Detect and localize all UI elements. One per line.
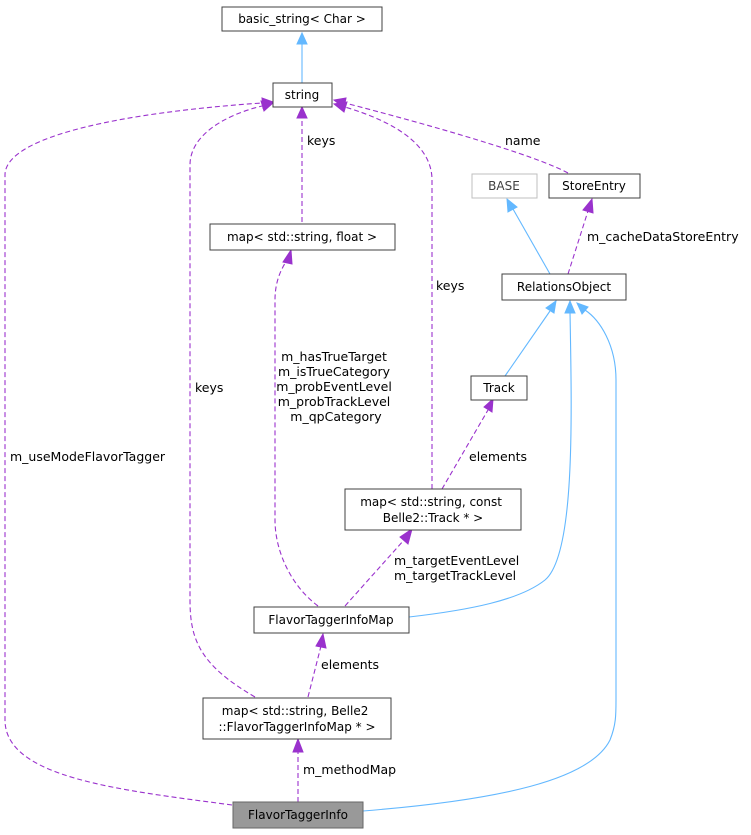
node-flavor-tagger-info[interactable]: FlavorTaggerInfo bbox=[232, 801, 364, 829]
edge-label-keys-ftim: keys bbox=[195, 380, 223, 395]
edge-label-m-qp-category: m_qpCategory bbox=[290, 409, 382, 424]
edge-track-to-relations-object bbox=[504, 299, 557, 377]
node-label-store-entry: StoreEntry bbox=[562, 179, 626, 193]
edge-label-prob-group: m_hasTrueTarget m_isTrueCategory m_probE… bbox=[276, 349, 396, 424]
node-relations-object[interactable]: RelationsObject bbox=[501, 273, 627, 301]
edge-label-m-target-event-level: m_targetEventLevel bbox=[394, 553, 519, 568]
edge-flavor-tagger-info-to-string bbox=[4, 97, 275, 806]
node-label-base: BASE bbox=[488, 179, 520, 193]
node-flavor-tagger-info-map[interactable]: FlavorTaggerInfoMap bbox=[253, 606, 410, 634]
edge-map-float-to-string bbox=[296, 105, 308, 222]
edge-label-m-has-true-target: m_hasTrueTarget bbox=[281, 349, 387, 364]
node-label-flavor-tagger-info: FlavorTaggerInfo bbox=[248, 808, 348, 822]
edge-label-m-prob-track-level: m_probTrackLevel bbox=[278, 394, 391, 409]
edge-label-keys-float: keys bbox=[307, 133, 335, 148]
edge-map-track-to-string bbox=[332, 101, 433, 489]
node-label-basic-string: basic_string< Char > bbox=[238, 12, 366, 26]
edge-label-m-prob-event-level: m_probEventLevel bbox=[276, 379, 392, 394]
edge-ftim-to-map-float bbox=[274, 248, 319, 607]
edge-string-to-basic-string bbox=[296, 31, 308, 83]
node-map-string-ftim[interactable]: map< std::string, Belle2 ::FlavorTaggerI… bbox=[202, 697, 392, 740]
node-map-string-track[interactable]: map< std::string, const Belle2::Track * … bbox=[344, 488, 522, 531]
edge-ftim-to-map-track bbox=[344, 527, 413, 607]
node-label-map-string-float: map< std::string, float > bbox=[227, 230, 377, 244]
edge-flavor-tagger-info-to-relations-object bbox=[362, 302, 617, 812]
edge-label-elements-track: elements bbox=[469, 449, 527, 464]
edge-label-elements-ftim: elements bbox=[321, 657, 379, 672]
node-map-string-float[interactable]: map< std::string, float > bbox=[209, 223, 396, 251]
edge-label-m-cache-data-store-entry: m_cacheDataStoreEntry bbox=[587, 229, 739, 244]
node-base[interactable]: BASE bbox=[471, 173, 538, 199]
edge-label-m-method-map: m_methodMap bbox=[303, 762, 396, 777]
edge-map-track-to-track bbox=[441, 397, 494, 490]
edge-label-m-is-true-category: m_isTrueCategory bbox=[278, 364, 391, 379]
node-label-map-string-ftim-line2: ::FlavorTaggerInfoMap * > bbox=[218, 720, 375, 734]
edge-label-target-group: m_targetEventLevel m_targetTrackLevel bbox=[394, 553, 523, 583]
edge-label-m-target-track-level: m_targetTrackLevel bbox=[394, 568, 516, 583]
edge-ftim-to-relations-object bbox=[408, 299, 576, 618]
svg-text:map< std::string, const: map< std::string, const Belle2::Track * … bbox=[360, 495, 506, 525]
svg-text:map< std::string, Belle2: map< std::string, Belle2 ::FlavorTaggerI… bbox=[218, 704, 375, 734]
edge-relations-object-to-store-entry bbox=[567, 197, 594, 275]
node-store-entry[interactable]: StoreEntry bbox=[548, 173, 641, 199]
node-label-map-string-track-line1: map< std::string, const bbox=[360, 495, 502, 509]
edge-label-m-use-mode-flavor-tagger: m_useModeFlavorTagger bbox=[10, 449, 166, 464]
edge-flavor-tagger-info-to-map-ftim bbox=[292, 737, 304, 802]
node-label-track: Track bbox=[482, 381, 514, 395]
node-label-flavor-tagger-info-map: FlavorTaggerInfoMap bbox=[268, 613, 393, 627]
edge-label-keys-track: keys bbox=[436, 278, 464, 293]
edge-label-name: name bbox=[505, 133, 541, 148]
node-string[interactable]: string bbox=[272, 82, 333, 108]
node-basic-string[interactable]: basic_string< Char > bbox=[221, 6, 383, 32]
node-track[interactable]: Track bbox=[470, 375, 528, 401]
node-label-relations-object: RelationsObject bbox=[517, 280, 611, 294]
edge-map-ftim-to-ftim bbox=[307, 632, 327, 698]
node-label-map-string-ftim-line1: map< std::string, Belle2 bbox=[222, 704, 369, 718]
node-label-string: string bbox=[285, 88, 319, 102]
node-label-map-string-track-line2: Belle2::Track * > bbox=[383, 511, 483, 525]
edge-relations-object-to-base bbox=[506, 197, 551, 275]
